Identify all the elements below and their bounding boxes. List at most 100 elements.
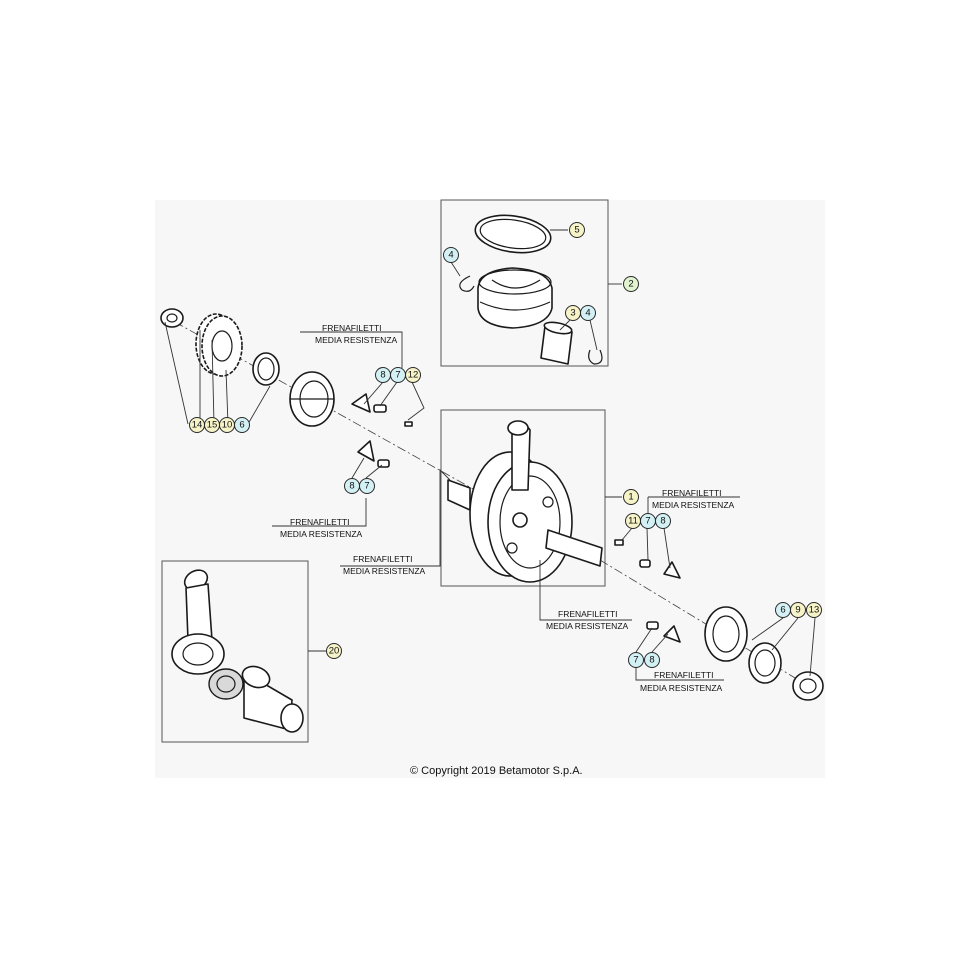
leader-note-center — [340, 468, 451, 567]
lock-plate-upper-left — [351, 393, 371, 413]
callout-8d[interactable]: 8 — [644, 652, 660, 668]
note-frenafiletti-center: FRENAFILETTI — [353, 554, 413, 564]
crank-pin — [241, 665, 304, 733]
leader-group-top — [363, 381, 425, 421]
svg-text:7: 7 — [633, 655, 638, 666]
leader-note-top — [300, 331, 403, 368]
piston-group-frame — [440, 199, 609, 367]
connecting-rod-kit-frame — [161, 560, 309, 743]
note-media-resistenza-top: MEDIA RESISTENZA — [315, 335, 398, 345]
callout-6b[interactable]: 6 — [775, 602, 791, 618]
svg-text:8: 8 — [649, 655, 654, 666]
circlip-right — [588, 349, 603, 365]
svg-text:10: 10 — [222, 420, 233, 431]
callout-15[interactable]: 15 — [204, 417, 220, 433]
leader-left-group — [164, 321, 271, 425]
oil-seal-right — [748, 642, 782, 684]
svg-text:20: 20 — [329, 646, 340, 657]
screw-upper-right — [639, 559, 651, 568]
svg-text:8: 8 — [660, 516, 665, 527]
callout-12[interactable]: 12 — [405, 367, 421, 383]
key-right — [614, 539, 624, 546]
note-media-resistenza-right-mid: MEDIA RESISTENZA — [546, 621, 629, 631]
oil-seal-left — [252, 352, 280, 386]
callout-3[interactable]: 3 — [565, 305, 581, 321]
svg-text:8: 8 — [380, 370, 385, 381]
callout-2[interactable]: 2 — [623, 276, 639, 292]
piston — [477, 267, 553, 329]
note-media-resistenza-center: MEDIA RESISTENZA — [343, 566, 426, 576]
leader-3 — [559, 319, 571, 331]
callout-20[interactable]: 20 — [326, 643, 342, 659]
svg-text:1: 1 — [628, 492, 633, 503]
callout-13[interactable]: 13 — [806, 602, 822, 618]
callout-9[interactable]: 9 — [790, 602, 806, 618]
note-frenafiletti-left: FRENAFILETTI — [290, 517, 350, 527]
svg-text:9: 9 — [795, 605, 800, 616]
svg-text:7: 7 — [645, 516, 650, 527]
svg-text:14: 14 — [192, 420, 203, 431]
main-bearing-right — [704, 606, 748, 662]
callout-1[interactable]: 1 — [623, 489, 639, 505]
callout-14[interactable]: 14 — [189, 417, 205, 433]
note-media-resistenza-left: MEDIA RESISTENZA — [280, 529, 363, 539]
connecting-rod — [171, 569, 225, 675]
svg-text:4: 4 — [448, 250, 453, 261]
crankshaft-group-frame — [440, 409, 606, 587]
svg-text:12: 12 — [408, 370, 419, 381]
svg-text:15: 15 — [207, 420, 218, 431]
lock-plate-lower-left — [357, 440, 375, 462]
key-left — [404, 421, 413, 427]
leader-4a — [450, 261, 461, 277]
timing-gear — [195, 313, 243, 377]
callout-6a[interactable]: 6 — [234, 417, 250, 433]
screw-upper-left — [373, 404, 387, 413]
callout-4b[interactable]: 4 — [580, 305, 596, 321]
svg-text:2: 2 — [628, 279, 633, 290]
needle-roller-bearing — [208, 668, 244, 700]
leader-group-mid — [272, 457, 383, 527]
screw-lower-right — [646, 621, 659, 630]
leader-note-right-mid — [539, 560, 632, 621]
crank-axis-left — [174, 321, 601, 561]
callout-5[interactable]: 5 — [569, 222, 585, 238]
svg-text:4: 4 — [585, 308, 590, 319]
callout-8a[interactable]: 8 — [375, 367, 391, 383]
lock-plate-lower-right — [663, 625, 681, 643]
crankshaft — [447, 420, 603, 583]
svg-text:6: 6 — [780, 605, 785, 616]
leader-group-right — [751, 617, 816, 677]
piston-ring — [474, 214, 552, 254]
screw-lower-left — [377, 459, 390, 468]
svg-text:8: 8 — [349, 481, 354, 492]
svg-text:11: 11 — [628, 516, 638, 527]
main-bearing-left — [289, 371, 335, 427]
callout-4a[interactable]: 4 — [443, 247, 459, 263]
leader-note-right-top — [621, 496, 740, 569]
callout-8c[interactable]: 8 — [655, 513, 671, 529]
leader-4b — [589, 319, 598, 351]
callout-7d[interactable]: 7 — [628, 652, 644, 668]
callout-8b[interactable]: 8 — [344, 478, 360, 494]
callout-11[interactable]: 11 — [625, 513, 641, 529]
copyright-text: © Copyright 2019 Betamotor S.p.A. — [410, 765, 583, 777]
callout-10[interactable]: 10 — [219, 417, 235, 433]
callout-7b[interactable]: 7 — [359, 478, 375, 494]
leader-group-bottom — [635, 627, 724, 681]
note-frenafiletti-right-mid: FRENAFILETTI — [558, 609, 618, 619]
nut — [160, 308, 184, 328]
callout-7c[interactable]: 7 — [640, 513, 656, 529]
note-frenafiletti-bottom: FRENAFILETTI — [654, 670, 714, 680]
note-frenafiletti-right-top: FRENAFILETTI — [662, 488, 722, 498]
svg-text:6: 6 — [239, 420, 244, 431]
piston-pin — [540, 321, 573, 365]
note-frenafiletti-top: FRENAFILETTI — [322, 323, 382, 333]
lock-plate-upper-right — [663, 561, 681, 579]
ring-nut — [792, 671, 824, 701]
circlip-left — [459, 275, 475, 292]
svg-text:7: 7 — [395, 370, 400, 381]
svg-text:3: 3 — [570, 308, 575, 319]
callout-7a[interactable]: 7 — [390, 367, 406, 383]
svg-text:5: 5 — [574, 225, 579, 236]
